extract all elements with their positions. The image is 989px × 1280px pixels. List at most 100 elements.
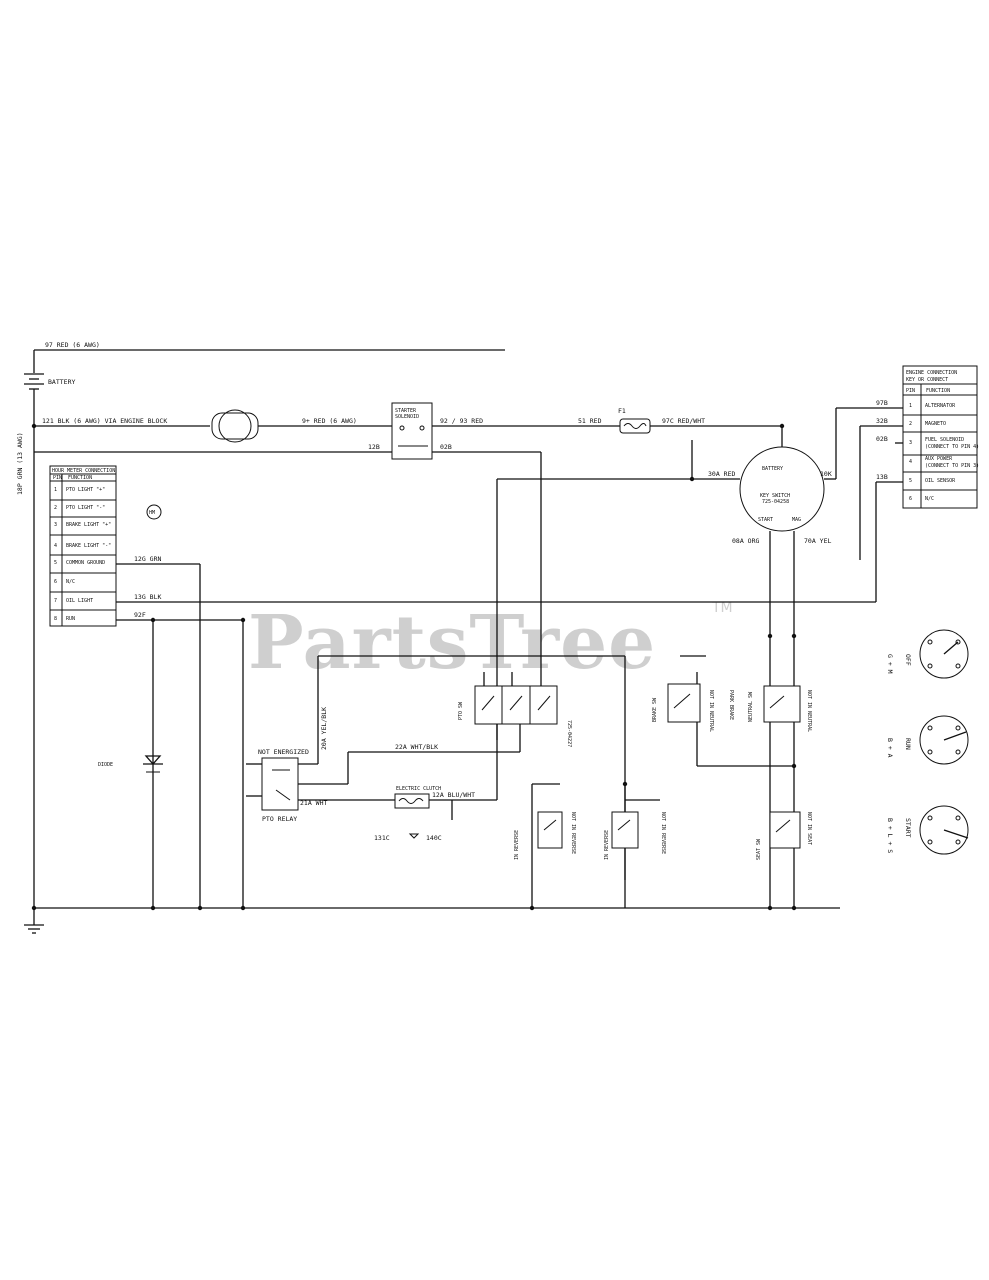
hour-meter-wires: 12G GRN 13G BLK 92F DIODE — [98, 481, 903, 908]
key-pos-off-name: OFF — [904, 654, 912, 666]
pto-relay-label: PTO RELAY — [262, 815, 297, 823]
pto-clutch-title: ELECTRIC CLUTCH — [396, 786, 441, 792]
svg-text:OIL SENSOR: OIL SENSOR — [925, 478, 956, 484]
pto-sw-label: PTO SW — [458, 701, 464, 720]
svg-text:3: 3 — [54, 522, 57, 528]
not-in-rev1-label: NOT IN REVERSE — [570, 812, 576, 854]
hm-row: 3 BRAKE LIGHT "+" — [54, 522, 111, 528]
wire-label-92f: 92F — [134, 611, 146, 619]
diode-label: DIODE — [98, 762, 113, 768]
starter-title: STARTER — [395, 408, 417, 414]
hm-row: 5 COMMON GROUND — [54, 560, 105, 566]
watermark-tm: TM — [711, 600, 733, 616]
engine-wire-13b: 13B — [876, 473, 888, 481]
key-pos-off: OFF G + M — [886, 629, 969, 679]
wire-label-20a: 20A YEL/BLK — [320, 707, 328, 750]
svg-text:ALTERNATOR: ALTERNATOR — [925, 403, 956, 409]
key-pos-off-combo: G + M — [886, 654, 894, 674]
svg-text:N/C: N/C — [66, 579, 75, 585]
wire-label-top: 97 RED (6 AWG) — [45, 341, 100, 349]
engine-wire-02b: 02B — [876, 435, 888, 443]
wire-label-21a: 21A WHT — [300, 799, 327, 807]
svg-text:2: 2 — [54, 505, 57, 511]
wire-label-92-93: 92 / 93 RED — [440, 417, 483, 425]
not-in-rev2-label: NOT IN REVERSE — [660, 812, 666, 854]
svg-text:COMMON GROUND: COMMON GROUND — [66, 560, 105, 566]
svg-text:BRAKE LIGHT "-": BRAKE LIGHT "-" — [66, 543, 111, 549]
hm-row: 4 BRAKE LIGHT "-" — [54, 543, 111, 549]
brake-not-neutral-label: NOT IN NEUTRAL — [708, 690, 714, 732]
svg-text:4: 4 — [909, 459, 912, 465]
key-positions: OFF G + M RUN B + A START B + L + S — [886, 629, 969, 855]
battery-section: 97 RED (6 AWG) BATTERY 18P GRN (13 AWG) — [16, 341, 505, 934]
wire-label-30a: 30A RED — [708, 470, 735, 478]
svg-text:5: 5 — [54, 560, 57, 566]
starter-solenoid — [391, 402, 433, 460]
key-switch-label: KEY SWITCH — [760, 493, 790, 499]
wire-label-12b: 12B — [368, 443, 380, 451]
brake-switch: BRAKE SW NOT IN NEUTRAL PARK BRAKE — [652, 655, 794, 767]
engine-connection-table: ENGINE CONNECTION KEY OR CONNECT PIN FUN… — [835, 365, 979, 560]
neutral-sw-label: NEUTRAL SW — [748, 691, 754, 722]
reverse-switch-2: IN REVERSE NOT IN REVERSE — [604, 784, 666, 880]
pto-relay: NOT ENERGIZED PTO RELAY 20A YEL/BLK 21A … — [246, 707, 368, 823]
engine-title: ENGINE CONNECTION — [906, 370, 957, 376]
svg-text:1: 1 — [54, 487, 57, 493]
svg-text:4: 4 — [54, 543, 57, 549]
svg-text:PTO LIGHT "-": PTO LIGHT "-" — [66, 505, 105, 511]
key-part-label: 725-04258 — [762, 499, 789, 505]
wire-label-13g: 13G BLK — [134, 593, 161, 601]
wire-label-97: 97C RED/WHT — [662, 417, 705, 425]
hour-meter-title: HOUR METER CONNECTION — [52, 468, 115, 474]
hm-head-func: FUNCTION — [68, 475, 92, 481]
wire-label-02b: 02B — [440, 443, 452, 451]
main-power-run: 121 BLK (6 AWG) VIA ENGINE BLOCK 9+ RED … — [31, 402, 785, 700]
svg-text:6: 6 — [909, 496, 912, 502]
pto-part-label: 725-04227 — [566, 720, 572, 747]
battery-label: BATTERY — [48, 378, 75, 386]
not-in-seat-label: NOT IN SEAT — [806, 812, 812, 845]
pto-clutch: ELECTRIC CLUTCH 12A BLU/WHT 131C 140C — [368, 786, 497, 842]
pto-switch: PTO SW 725-04227 22A WHT/BLK — [317, 655, 628, 908]
svg-text:SOLENOID: SOLENOID — [395, 414, 419, 420]
wire-label-12g: 12G GRN — [134, 555, 161, 563]
svg-text:8: 8 — [54, 616, 57, 622]
hm-row: 2 PTO LIGHT "-" — [54, 505, 105, 511]
svg-text:HM: HM — [149, 510, 155, 516]
svg-text:1: 1 — [909, 403, 912, 409]
wire-label-131c: 131C — [374, 834, 390, 842]
wire-label-08a: 08A ORG — [732, 537, 759, 545]
svg-text:(CONNECT TO PIN 3): (CONNECT TO PIN 3) — [925, 463, 979, 469]
engine-subtitle: KEY OR CONNECT — [906, 377, 948, 383]
wire-label-9: 9+ RED (6 AWG) — [302, 417, 357, 425]
key-pos-run: RUN B + A — [886, 715, 969, 765]
engine-wire-32b: 32B — [876, 417, 888, 425]
svg-text:BRAKE LIGHT "+": BRAKE LIGHT "+" — [66, 522, 111, 528]
wire-label-140c: 140C — [426, 834, 442, 842]
neutral-switch: NEUTRAL SW NOT IN NEUTRAL — [748, 685, 812, 769]
wire-label-18p: 18P GRN (13 AWG) — [16, 432, 24, 495]
not-energized-label: NOT ENERGIZED — [258, 748, 309, 756]
key-pos-start: START B + L + S — [886, 805, 969, 855]
svg-text:6: 6 — [54, 579, 57, 585]
svg-text:3: 3 — [909, 440, 912, 446]
reverse-switch-1: IN REVERSE NOT IN REVERSE — [514, 783, 576, 911]
wire-label-70a: 70A YEL — [804, 537, 831, 545]
key-batt-label: BATTERY — [762, 466, 783, 472]
wire-label-121: 121 BLK (6 AWG) VIA ENGINE BLOCK — [42, 417, 167, 425]
ground-bus — [31, 905, 840, 911]
fuse-label: F1 — [618, 407, 626, 415]
key-pos-run-combo: B + A — [886, 738, 894, 758]
seat-switch: SEAT SW NOT IN SEAT — [756, 811, 812, 860]
key-mag-label: MAG — [792, 517, 801, 523]
watermark-brand: PartsTree — [248, 600, 656, 686]
svg-text:FUEL SOLENOID: FUEL SOLENOID — [925, 437, 964, 443]
key-pos-run-name: RUN — [904, 738, 912, 750]
svg-text:5: 5 — [909, 478, 912, 484]
wire-label-10k: 10K — [820, 470, 832, 478]
